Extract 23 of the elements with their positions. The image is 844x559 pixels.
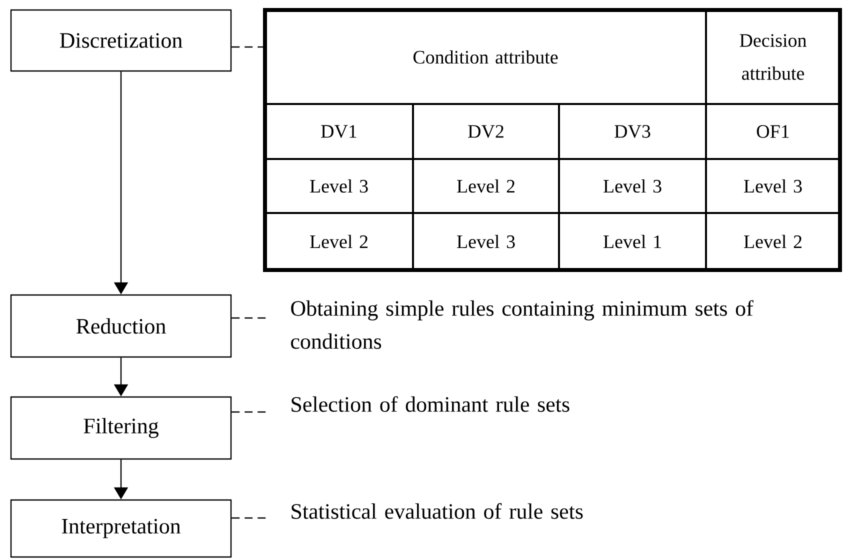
table-cell-text: DV3 — [614, 125, 650, 138]
description-text: Statistical evaluation of rule sets — [292, 503, 583, 519]
table-cell-text: Level 2 — [457, 179, 514, 193]
table-cell-text: Condition attribute — [413, 50, 558, 64]
table-cell-text: Level 2 — [310, 234, 368, 248]
data-table — [263, 8, 842, 272]
process-box: Interpretation — [10, 499, 232, 558]
table-cell-text: Level 3 — [310, 179, 368, 193]
process-box: Reduction — [10, 294, 232, 358]
table-cell-text: Level 3 — [604, 179, 662, 193]
description-text: Selection of dominant rule sets — [292, 396, 570, 412]
process-box: Discretization — [10, 9, 232, 72]
leader-line — [232, 46, 263, 48]
table-cell-text: DV1 — [321, 125, 356, 138]
table-cell-text: OF1 — [756, 125, 789, 138]
table-cell-text: Level 2 — [744, 234, 802, 248]
process-box: Filtering — [10, 396, 232, 460]
table-cell-text: Level 1 — [604, 234, 661, 248]
table-cell-text: Level 3 — [457, 234, 515, 248]
table-cell-text: DV2 — [468, 125, 504, 138]
table-cell-text: Level 3 — [744, 179, 802, 193]
description-text: Obtaining simple rules containing minimum sets of conditions — [291, 300, 754, 349]
table-cell-text: Decision attribute — [740, 34, 806, 80]
